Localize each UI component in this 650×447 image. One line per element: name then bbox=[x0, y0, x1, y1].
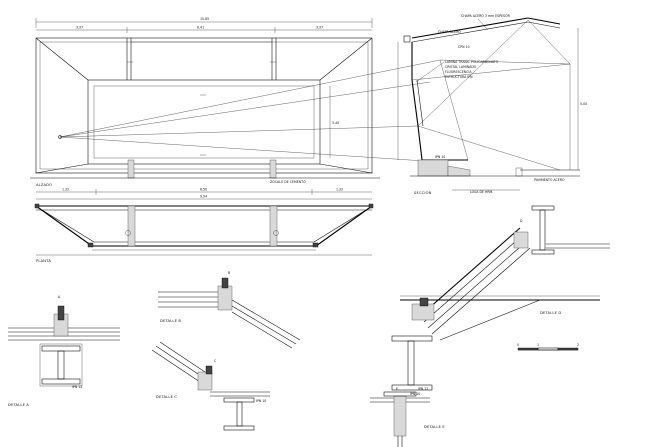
dim-seg-left: 3.37 bbox=[76, 26, 83, 30]
scale-mark-1: 1 bbox=[537, 343, 539, 347]
title-detalle-e: DETALLE E bbox=[424, 425, 445, 429]
note-chapa: CHAPA ACERO 3 mm ESPESOR bbox=[461, 14, 511, 18]
note-pavimento: PAVIMENTO ACERO bbox=[534, 178, 565, 182]
construction-lines bbox=[59, 59, 441, 163]
dim-plan-right: 1.32 bbox=[336, 188, 343, 192]
title-detalle-c: DETALLE C bbox=[156, 395, 177, 399]
dim-plan-total: 9.94 bbox=[200, 195, 207, 199]
title-seccion: SECCION bbox=[414, 191, 432, 195]
seccion-view: 5.00 CHAPA ACERO 3 mm ESPESOR CHAPA ACER… bbox=[397, 14, 587, 195]
scale-mark-0: 0 bbox=[517, 343, 519, 347]
callout-d: D bbox=[520, 219, 523, 223]
note-zocalo: ZOCALO DE CEMENTO bbox=[270, 180, 306, 184]
title-detalle-a: DETALLE A bbox=[8, 403, 29, 407]
note-ipn-c: IPN 10 bbox=[256, 399, 266, 403]
scale-mark-2: 2 bbox=[577, 343, 579, 347]
note-ipn-a: IPN 10 bbox=[435, 155, 445, 159]
title-planta: PLANTA bbox=[36, 259, 51, 263]
alzado-view: 15.85 3.37 6.41 3.37 3. bbox=[30, 17, 380, 187]
note-ipn-d: IPN 12 bbox=[418, 387, 428, 391]
note-perfil: CPN 10 bbox=[458, 45, 470, 49]
dim-plan-left: 1.32 bbox=[62, 188, 69, 192]
note-remate: CHAPA ACERO bbox=[438, 30, 461, 34]
title-detalle-d: DETALLE D bbox=[540, 311, 561, 315]
note-lamina: CRISTAL LAMINADO bbox=[445, 65, 477, 69]
note-ipn-e: IPN 10 bbox=[410, 392, 420, 396]
detalle-d-view: IPN 12 DETALLE D D bbox=[391, 205, 610, 391]
graphic-scale: 0 1 2 bbox=[517, 343, 579, 351]
title-alzado: ALZADO bbox=[36, 183, 52, 187]
note-fluorescencia: FLUORESCENCIA bbox=[445, 70, 472, 74]
dim-section-height: 5.00 bbox=[580, 102, 587, 106]
note-ipn-b: IPN 12 bbox=[72, 385, 82, 389]
callout-c: C bbox=[214, 359, 217, 363]
callout-a: A bbox=[58, 295, 61, 299]
planta-view: 1.32 6.50 1.32 9.94 PLANTA bbox=[34, 188, 374, 263]
dim-plan-mid: 6.50 bbox=[200, 188, 207, 192]
note-estructura: ESTRUCTURA IPN bbox=[445, 75, 473, 79]
dim-height: 3.40 bbox=[332, 121, 339, 125]
dim-seg-right: 3.37 bbox=[316, 26, 323, 30]
title-detalle-b: DETALLE B bbox=[160, 319, 181, 323]
detalle-e-view: IPN 10 DETALLE E E bbox=[370, 387, 445, 447]
dim-overall: 15.85 bbox=[200, 17, 209, 21]
note-losa: LOSA DE HRM. bbox=[470, 190, 493, 194]
detalle-c-view: IPN 10 DETALLE C C bbox=[151, 341, 270, 431]
note-vidrio: LAMINA TRANS. POLICARBONATO bbox=[445, 60, 499, 64]
dim-seg-mid: 6.41 bbox=[197, 26, 204, 30]
detalle-a-view: IPN 12 DETALLE A A bbox=[8, 295, 120, 407]
detalle-b-view: DETALLE B B bbox=[158, 271, 301, 349]
callout-b: B bbox=[228, 271, 230, 275]
callout-e: E bbox=[396, 387, 398, 391]
